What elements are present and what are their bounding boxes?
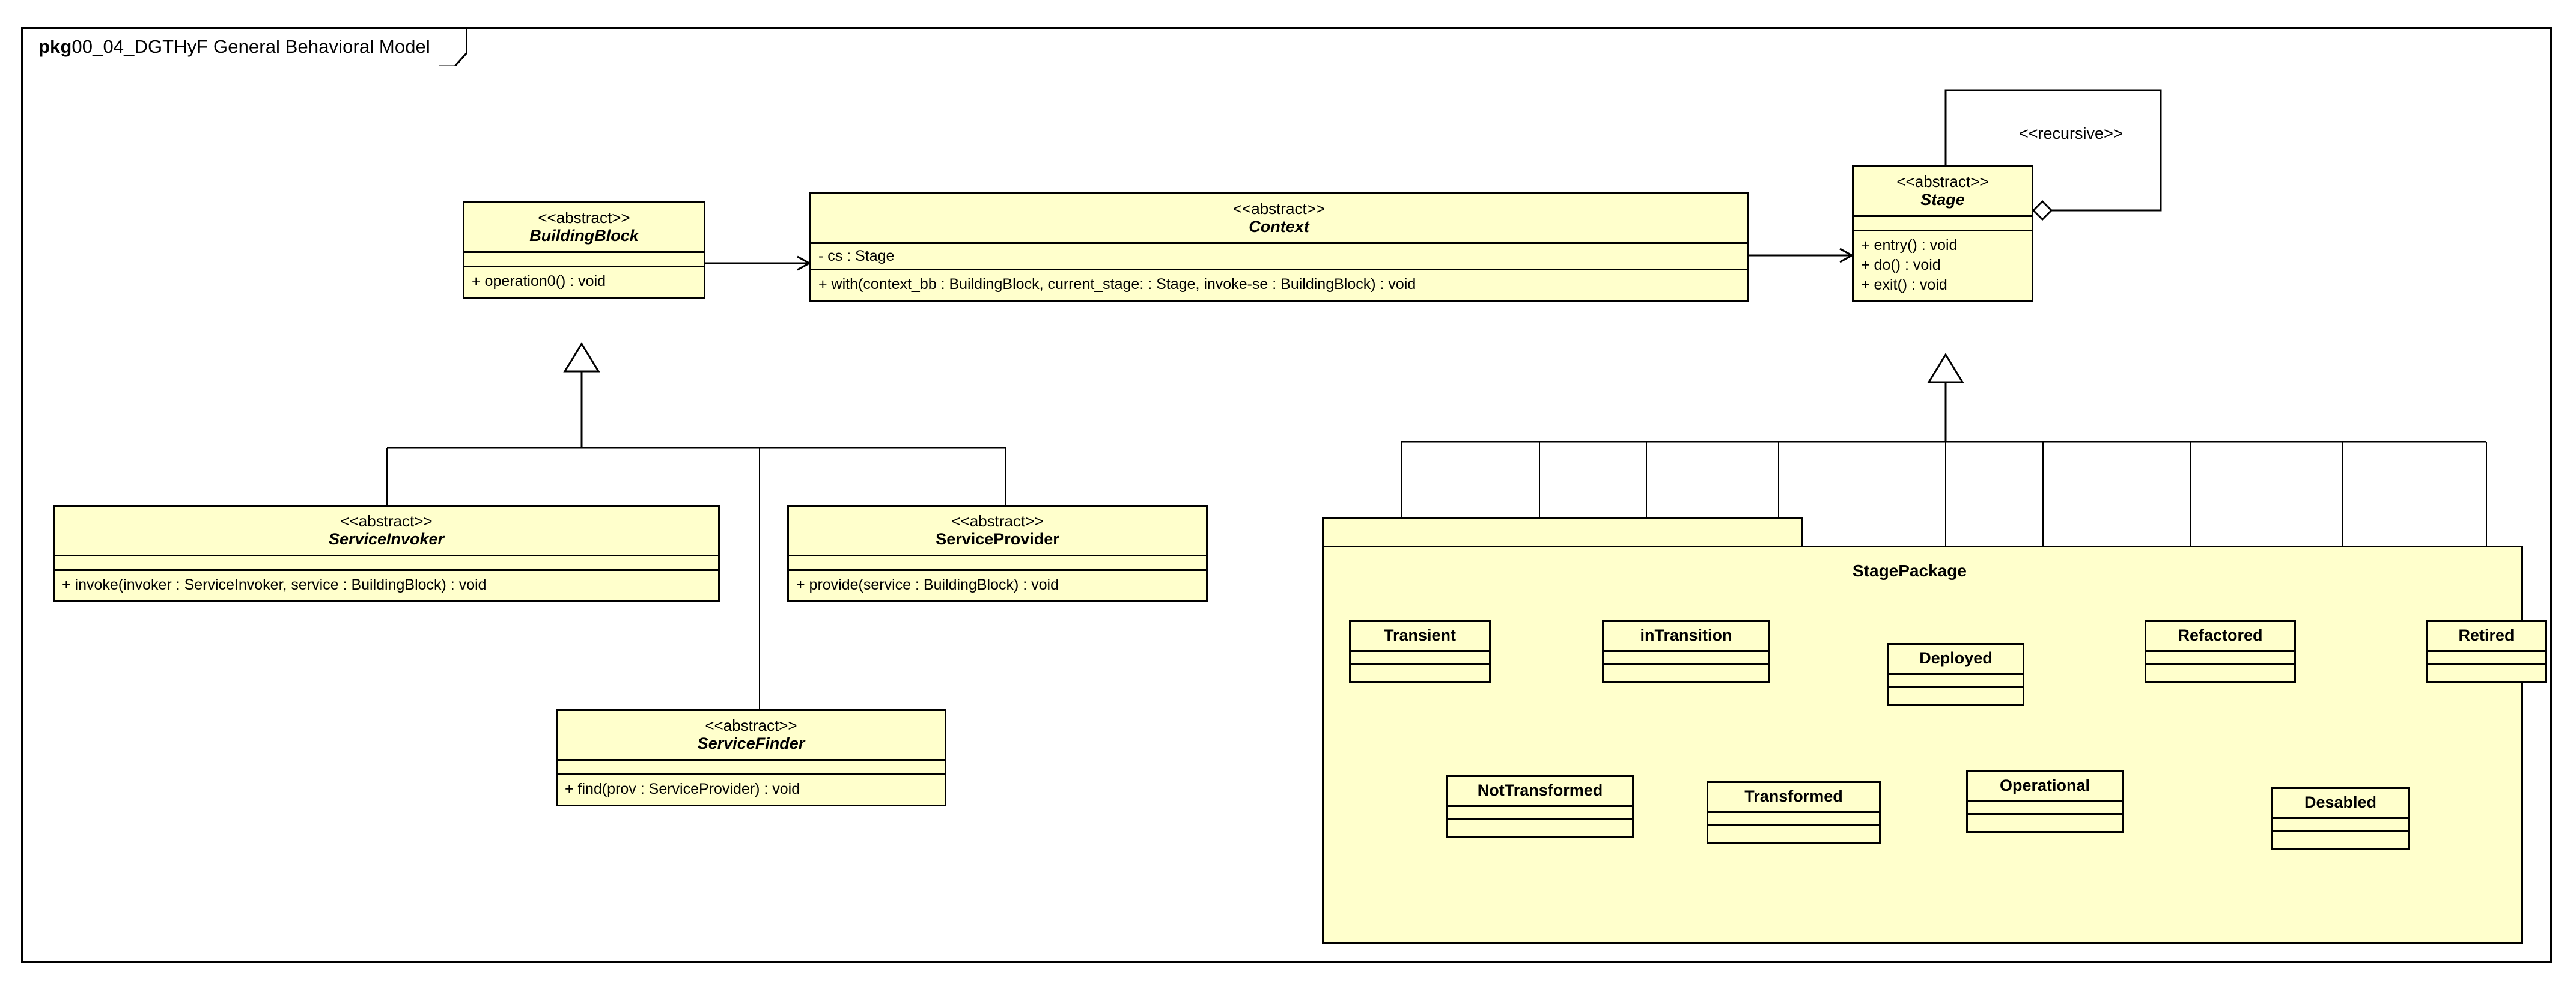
attribute-item: - cs : Stage [818,248,895,265]
class-serviceprovider[interactable]: <<abstract>> ServiceProvider + provide(s… [787,505,1208,603]
attributes-compartment [1604,652,1768,665]
attributes-compartment: - cs : Stage [811,244,1747,271]
class-buildingblock[interactable]: <<abstract>> BuildingBlock + operation0(… [463,201,705,299]
attributes-compartment [2273,819,2408,832]
operations-compartment: + operation0() : void [464,267,704,297]
diagram-frame-name: 00_04_DGTHyF General Behavioral Model [72,35,430,57]
class-name: ServiceFinder [697,734,805,753]
attributes-compartment [1351,652,1489,665]
class-transformed[interactable]: Transformed [1707,781,1881,844]
class-retired[interactable]: Retired [2426,620,2547,683]
operation-item: + with(context_bb : BuildingBlock, curre… [818,276,1416,293]
attributes-compartment [2146,652,2294,665]
class-name: Deployed [1889,645,2023,675]
stage-package-label: StagePackage [1853,561,1967,580]
attributes-compartment [1448,807,1632,820]
operations-compartment: + invoke(invoker : ServiceInvoker, servi… [55,571,718,600]
class-name: Refactored [2146,622,2294,652]
operation-item: + entry() : void [1861,237,1958,254]
class-desabled[interactable]: Desabled [2271,787,2410,850]
operations-compartment: + entry() : void + do() : void + exit() … [1854,231,2032,300]
attributes-compartment [1968,802,2122,815]
operation-item: + invoke(invoker : ServiceInvoker, servi… [62,576,487,594]
class-nottransformed[interactable]: NotTransformed [1446,775,1634,838]
recursive-stereotype-label: <<recursive>> [2019,124,2123,142]
class-name-compartment: <<abstract>> Context [811,194,1747,245]
class-stage[interactable]: <<abstract>> Stage + entry() : void + do… [1852,165,2033,303]
class-context[interactable]: <<abstract>> Context - cs : Stage + with… [809,192,1749,302]
class-refactored[interactable]: Refactored [2145,620,2296,683]
operations-compartment: + with(context_bb : BuildingBlock, curre… [811,270,1747,300]
class-stereotype: <<abstract>> [705,716,797,734]
class-name-compartment: <<abstract>> ServiceProvider [789,507,1206,557]
operation-item: + do() : void [1861,257,1941,274]
class-stereotype: <<abstract>> [1896,172,1989,191]
class-name: Retired [2428,622,2545,652]
stage-package-tab [1322,517,1803,549]
class-name: Desabled [2273,789,2408,819]
operations-compartment [1968,815,2122,831]
diagram-frame-title: pkg00_04_DGTHyF General Behavioral Model [38,36,430,58]
frame-tab-corner-icon [439,29,467,66]
operation-item: + operation0() : void [472,273,606,290]
class-operational[interactable]: Operational [1966,770,2124,833]
attributes-compartment [558,761,945,776]
operations-compartment [1889,688,2023,704]
operations-compartment: + find(prov : ServiceProvider) : void [558,775,945,805]
class-name: Transient [1351,622,1489,652]
operations-compartment [1708,826,1879,842]
class-transient[interactable]: Transient [1349,620,1491,683]
attributes-compartment [1854,217,2032,232]
class-servicefinder[interactable]: <<abstract>> ServiceFinder + find(prov :… [556,709,946,807]
attributes-compartment [789,556,1206,572]
class-name-compartment: <<abstract>> ServiceInvoker [55,507,718,557]
class-name-compartment: <<abstract>> Stage [1854,167,2032,218]
operation-item: + find(prov : ServiceProvider) : void [565,781,800,798]
class-name: BuildingBlock [529,227,639,245]
class-name: Operational [1968,772,2122,802]
class-deployed[interactable]: Deployed [1887,643,2024,706]
class-serviceinvoker[interactable]: <<abstract>> ServiceInvoker + invoke(inv… [53,505,720,603]
attributes-compartment [464,253,704,268]
operations-compartment [1351,665,1489,681]
class-name-compartment: <<abstract>> ServiceFinder [558,711,945,761]
class-name: Transformed [1708,783,1879,813]
class-stereotype: <<abstract>> [340,512,433,530]
operations-compartment: + provide(service : BuildingBlock) : voi… [789,571,1206,600]
class-name-compartment: <<abstract>> BuildingBlock [464,203,704,254]
class-intransition[interactable]: inTransition [1602,620,1770,683]
attributes-compartment [1708,813,1879,826]
operations-compartment [1448,820,1632,836]
attributes-compartment [2428,652,2545,665]
class-stereotype: <<abstract>> [1232,200,1326,218]
class-stereotype: <<abstract>> [538,209,630,227]
attributes-compartment [1889,675,2023,688]
class-name: ServiceInvoker [328,530,445,549]
operation-item: + exit() : void [1861,276,1947,294]
class-name: ServiceProvider [936,530,1059,549]
diagram-frame-tab: pkg00_04_DGTHyF General Behavioral Model [21,27,467,66]
attributes-compartment [55,556,718,572]
class-name: Stage [1920,191,1965,209]
class-name: inTransition [1604,622,1768,652]
stage-package-body [1322,546,2523,944]
operation-item: + provide(service : BuildingBlock) : voi… [796,576,1059,594]
class-name: Context [1249,218,1309,236]
operations-compartment [2428,665,2545,681]
class-name: NotTransformed [1448,777,1632,807]
class-stereotype: <<abstract>> [951,512,1044,530]
operations-compartment [1604,665,1768,681]
operations-compartment [2273,832,2408,848]
diagram-frame-keyword: pkg [38,35,72,57]
operations-compartment [2146,665,2294,681]
